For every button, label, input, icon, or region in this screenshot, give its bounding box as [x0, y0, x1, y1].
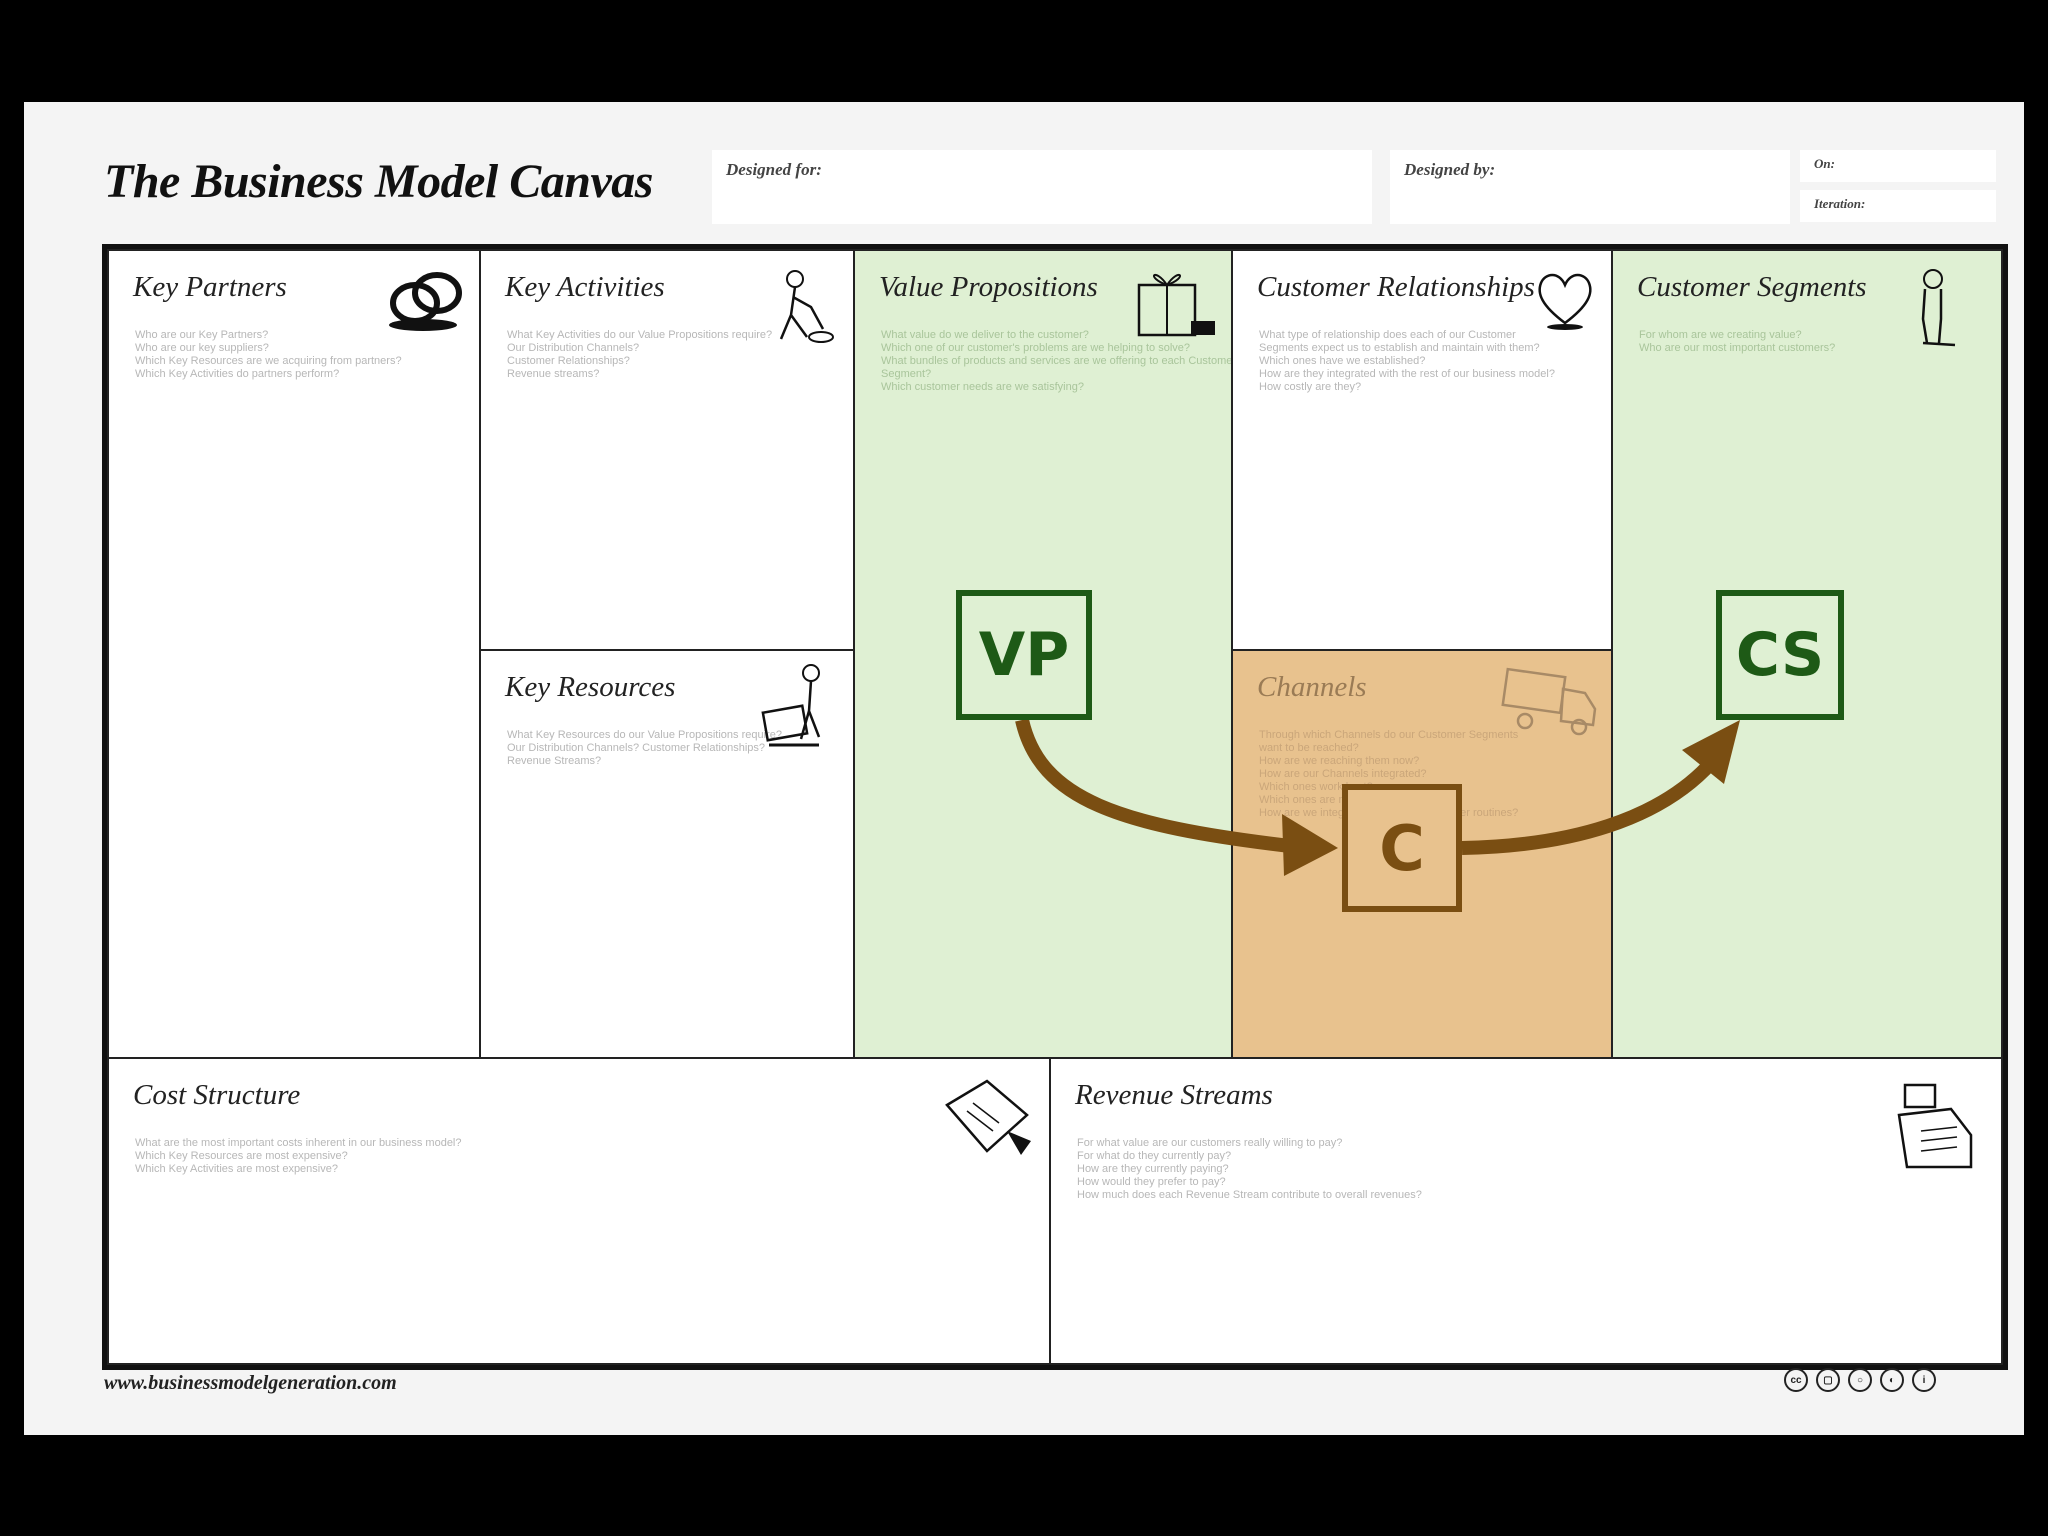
gift-box-icon	[1137, 273, 1215, 337]
value-propositions-questions: What value do we deliver to the customer…	[881, 329, 1233, 393]
key-resources-questions: What Key Resources do our Value Proposit…	[507, 729, 782, 767]
chain-link-icon	[389, 272, 462, 331]
cost-structure-questions: What are the most important costs inhere…	[135, 1137, 462, 1175]
noderivs-icon: ○	[1848, 1368, 1872, 1392]
channels-badge: C	[1342, 784, 1462, 912]
key-activities-questions: What Key Activities do our Value Proposi…	[507, 329, 773, 380]
date-label: On:	[1814, 156, 1835, 171]
revenue-streams-block: Revenue Streams For what value are our c…	[1049, 1057, 2003, 1365]
channels-title: Channels	[1257, 671, 1367, 703]
cost-structure-block: Cost Structure What are the most importa…	[107, 1057, 1051, 1365]
key-resources-title: Key Resources	[505, 671, 676, 703]
worker-icon	[779, 270, 834, 343]
vp-badge: VP	[956, 590, 1092, 720]
page-title: The Business Model Canvas	[104, 155, 653, 208]
key-activities-title: Key Activities	[505, 271, 665, 303]
designed-for-field[interactable]: Designed for:	[712, 150, 1372, 224]
forklift-worker-icon	[761, 664, 821, 747]
footer-url: www.businessmodelgeneration.com	[104, 1372, 397, 1394]
heart-icon	[1538, 273, 1592, 330]
receipt-icon	[945, 1079, 1031, 1155]
customer-segments-title: Customer Segments	[1637, 271, 1867, 303]
license-icons: cc ▢ ○ ◐ i	[1784, 1368, 1936, 1392]
customer-segments-block: Customer Segments For whom are we creati…	[1611, 249, 2003, 1059]
share-alike-icon: ◐	[1880, 1368, 1904, 1392]
cc-icon: cc	[1784, 1368, 1808, 1392]
designed-by-label: Designed by:	[1404, 160, 1496, 179]
designed-for-label: Designed for:	[726, 160, 822, 179]
arrow-c-to-cs	[1461, 757, 1718, 855]
cash-register-icon	[1897, 1083, 1973, 1169]
delivery-truck-icon	[1501, 667, 1597, 736]
iteration-label: Iteration:	[1814, 196, 1866, 211]
customer-relationships-questions: What type of relationship does each of o…	[1259, 329, 1555, 393]
arrow-head-c	[1282, 814, 1338, 876]
iteration-field[interactable]: Iteration:	[1800, 190, 1996, 222]
customer-segments-questions: For whom are we creating value? Who are …	[1639, 329, 1836, 354]
arrow-head-cs	[1682, 720, 1740, 784]
key-partners-title: Key Partners	[133, 271, 287, 303]
person-icon	[1921, 269, 1956, 347]
key-partners-questions: Who are our Key Partners? Who are our ke…	[135, 329, 402, 380]
arrow-vp-to-c	[1015, 718, 1291, 853]
copy-icon: ▢	[1816, 1368, 1840, 1392]
value-propositions-title: Value Propositions	[879, 271, 1098, 303]
date-field[interactable]: On:	[1800, 150, 1996, 182]
cost-structure-title: Cost Structure	[133, 1079, 301, 1111]
revenue-streams-questions: For what value are our customers really …	[1077, 1137, 1422, 1201]
customer-relationships-block: Customer Relationships What type of rela…	[1231, 249, 1613, 651]
revenue-streams-title: Revenue Streams	[1075, 1079, 1273, 1111]
customer-relationships-title: Customer Relationships	[1257, 271, 1535, 303]
cs-badge: CS	[1716, 590, 1844, 720]
designed-by-field[interactable]: Designed by:	[1390, 150, 1790, 224]
attribution-icon: i	[1912, 1368, 1936, 1392]
